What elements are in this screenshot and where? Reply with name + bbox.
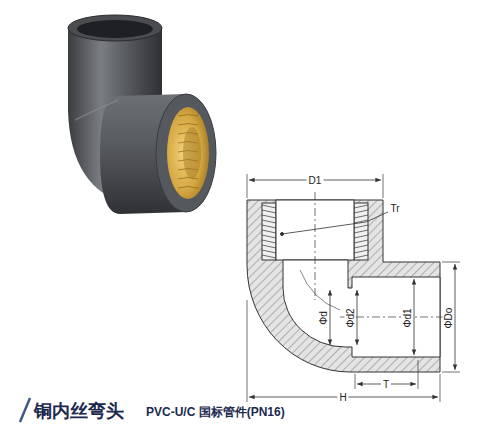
dimension-label: H <box>337 392 348 403</box>
elbow-render <box>68 15 216 214</box>
product-caption: PVC-U/C 国标管件(PN16) <box>146 404 285 421</box>
dimension-label: ΦDo <box>443 306 454 331</box>
section-drawing <box>247 174 460 402</box>
dimension-label: T <box>381 379 391 390</box>
dimension-label: Φd1 <box>402 306 413 329</box>
dimension-label: Φd <box>318 309 329 327</box>
dimension-label: D1 <box>307 175 324 186</box>
dimension-label: Φd2 <box>345 306 356 329</box>
title-slash <box>20 398 30 422</box>
dimension-label: Tr <box>388 203 401 214</box>
product-title: 铜内丝弯头 <box>34 399 124 423</box>
